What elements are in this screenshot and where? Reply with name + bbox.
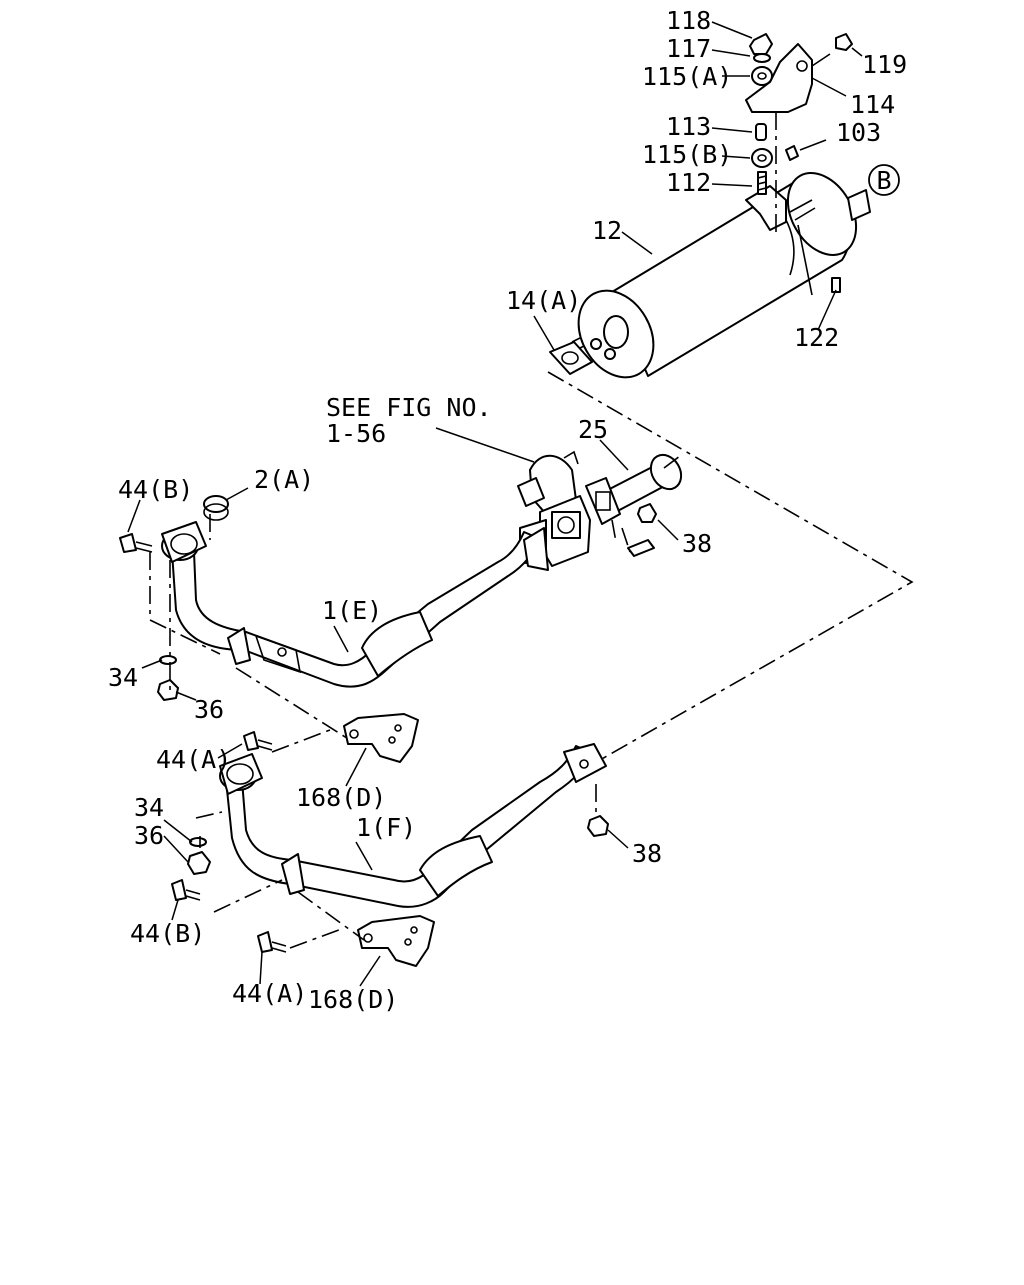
label-103: 103 (836, 118, 881, 147)
label-1f: 1(F) (356, 813, 416, 842)
label-36-upper: 36 (194, 695, 224, 724)
part-labels: SEE FIG NO. 1-56 118 117 115(A) 119 114 … (108, 6, 907, 1014)
label-36-lower: 36 (134, 821, 164, 850)
label-117: 117 (666, 34, 711, 63)
nut-38-lower (587, 815, 609, 837)
label-see-fig: SEE FIG NO. (326, 393, 492, 422)
bolt-44a-lower (257, 931, 287, 953)
bolt-44a-upper (243, 731, 273, 751)
hanger-bracket-114 (745, 43, 831, 113)
bolt-103 (785, 145, 799, 161)
label-34-upper: 34 (108, 663, 138, 692)
nut-36-upper (157, 679, 179, 701)
rubber-mount-115a (751, 66, 773, 86)
label-1e: 1(E) (322, 596, 382, 625)
label-168d-lower: 168(D) (308, 985, 398, 1014)
nut-118 (749, 33, 773, 55)
front-pipe-1f (219, 743, 607, 908)
bolt-122 (831, 277, 841, 293)
label-113: 113 (666, 112, 711, 141)
rubber-mount-115b (751, 148, 773, 168)
bolt-44b-upper (119, 533, 153, 553)
label-44a-lower: 44(A) (232, 979, 307, 1008)
label-12: 12 (592, 216, 622, 245)
assembly-guide-lines (149, 112, 914, 949)
label-119: 119 (862, 50, 907, 79)
callout-marker-b: B (868, 164, 900, 196)
label-115a: 115(A) (642, 62, 732, 91)
label-122: 122 (794, 323, 839, 352)
washer-34-lower (189, 837, 207, 847)
leader-lines (127, 21, 863, 987)
washer-117 (753, 53, 771, 63)
nut-119 (835, 33, 853, 51)
label-44a-upper: 44(A) (156, 745, 231, 774)
washer-34-upper (159, 655, 177, 665)
gasket-2a (203, 495, 229, 521)
bolt-44b-lower (171, 879, 201, 901)
front-pipe-1e (161, 521, 549, 688)
label-38-lower: 38 (632, 839, 662, 868)
label-see-fig-number: 1-56 (326, 419, 386, 448)
label-168d-upper: 168(D) (296, 783, 386, 812)
pipe-25 (585, 453, 683, 525)
bolt-38-upper (627, 539, 655, 557)
label-112: 112 (666, 168, 711, 197)
label-38-upper: 38 (682, 529, 712, 558)
label-44b-upper: 44(B) (118, 475, 193, 504)
bracket-168d-upper (343, 713, 419, 763)
gasket-14a (549, 341, 593, 375)
bracket-168d-lower (357, 915, 435, 967)
stud-112 (757, 171, 767, 195)
nut-38-upper (637, 503, 657, 523)
label-44b-lower: 44(B) (130, 919, 205, 948)
label-25: 25 (578, 415, 608, 444)
label-2a: 2(A) (254, 465, 314, 494)
nut-36-lower (187, 851, 211, 875)
label-115b: 115(B) (642, 140, 732, 169)
label-118: 118 (666, 6, 711, 35)
svg-text:B: B (876, 166, 891, 195)
collar-113 (755, 123, 767, 141)
label-114: 114 (850, 90, 895, 119)
label-34-lower: 34 (134, 793, 164, 822)
muffler (571, 172, 871, 379)
label-14a: 14(A) (506, 286, 581, 315)
